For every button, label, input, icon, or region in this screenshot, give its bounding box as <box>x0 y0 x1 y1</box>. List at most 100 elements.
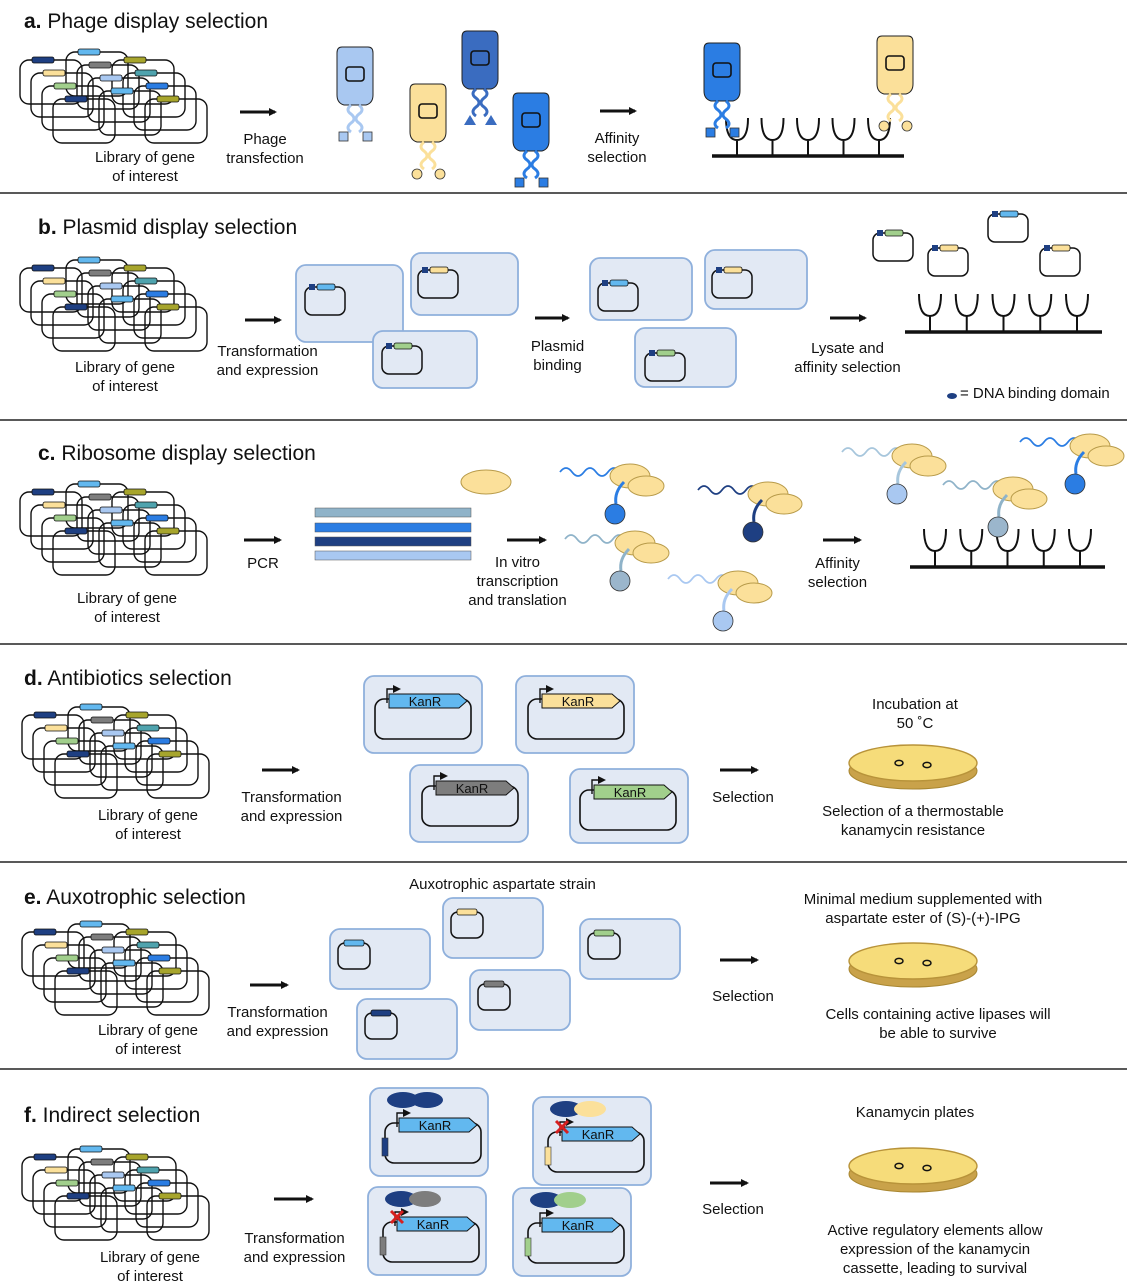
library-gene <box>44 941 68 949</box>
library-gene <box>53 514 77 522</box>
library-gene <box>64 527 88 535</box>
cell-b6-plasmid <box>644 349 686 382</box>
dna-binding-domain-legend: = DNA binding domain <box>960 385 1110 402</box>
phage-genome <box>470 50 490 66</box>
library-gene <box>90 933 114 941</box>
library-gene <box>136 724 160 732</box>
library-plasmid <box>54 753 118 799</box>
library-gene <box>136 1166 160 1174</box>
phage-capsid <box>876 35 914 95</box>
kanr-gene <box>398 1117 478 1133</box>
library-plasmid <box>144 98 208 144</box>
displayed-protein <box>742 521 764 543</box>
library-gene <box>88 493 112 501</box>
ribosome-small <box>1087 445 1125 467</box>
library-plasmid <box>124 727 188 773</box>
library-gene <box>42 501 66 509</box>
bound-ribosome-2 <box>942 476 1048 538</box>
nascent-peptide <box>614 480 626 505</box>
binding-protein <box>464 115 476 125</box>
panel-c-title: c. Ribosome display selection <box>38 442 316 465</box>
cell-d2 <box>515 675 635 754</box>
cell-e3-plasmid <box>587 929 621 960</box>
library-plasmid <box>98 90 162 136</box>
library-plasmid <box>144 306 208 352</box>
plasmid <box>1039 247 1081 277</box>
library-gene <box>44 1166 68 1174</box>
mrna <box>559 467 621 477</box>
blocked-promoter-icon <box>389 1209 405 1225</box>
library-plasmid <box>76 64 140 110</box>
nascent-peptide <box>997 493 1009 518</box>
library-gene <box>31 488 55 496</box>
phage-yellow <box>409 83 447 180</box>
dna-binding-site <box>992 211 998 217</box>
library-plasmid <box>32 944 96 990</box>
agar-plate-d <box>848 744 978 790</box>
library-gene <box>55 954 79 962</box>
phage-capsid <box>703 42 741 102</box>
library-plasmid <box>78 936 142 982</box>
kanr-gene <box>561 1126 641 1142</box>
library-plasmid <box>54 1195 118 1241</box>
receptor <box>1031 528 1056 567</box>
receptor <box>867 117 891 156</box>
phage-capsid <box>409 83 447 143</box>
kanr-label: KanR <box>562 694 595 709</box>
receptor <box>1028 293 1053 332</box>
pcr-product <box>314 507 472 518</box>
library-gene <box>44 724 68 732</box>
plasmid-gene <box>456 908 478 916</box>
library-plasmid <box>146 753 210 799</box>
blocked-promoter-icon <box>554 1119 570 1135</box>
bound-plasmid-yellow-2 <box>1039 244 1081 277</box>
dna-binding-site <box>602 280 608 286</box>
displayed-protein <box>886 483 908 505</box>
library-gene <box>64 95 88 103</box>
mrna <box>841 447 903 457</box>
library-plasmid <box>32 727 96 773</box>
plasmid <box>872 232 914 262</box>
phage-tail-fibers <box>419 140 437 171</box>
colony <box>894 759 904 767</box>
library-plasmid <box>43 1182 107 1228</box>
plasmid-gene <box>999 210 1019 218</box>
library-plasmid <box>135 740 199 786</box>
library-plasmid <box>52 98 116 144</box>
effector-protein <box>411 1092 443 1108</box>
library-gene <box>77 480 101 488</box>
library-gene <box>156 527 180 535</box>
library-gene <box>134 277 158 285</box>
cell-e1-plasmid <box>337 939 371 970</box>
cell-e5 <box>356 998 458 1060</box>
panel-f-plate-top-label: Kanamycin plates <box>855 1104 975 1121</box>
plasmid <box>927 247 969 277</box>
dna-binding-site <box>1044 245 1050 251</box>
cell-d1 <box>363 675 483 754</box>
panel-d-step2-label: Selection <box>712 789 774 806</box>
plasmid-gene <box>393 342 413 350</box>
receptor <box>796 117 820 156</box>
cell-e3 <box>579 918 681 980</box>
library-plasmid <box>122 72 186 118</box>
plate-top <box>848 942 978 980</box>
receptor <box>995 528 1020 567</box>
nascent-peptide <box>722 587 734 612</box>
receptor <box>760 117 785 156</box>
library-gene <box>90 1158 114 1166</box>
library-plasmid <box>133 293 197 339</box>
colony <box>922 761 932 769</box>
library-plasmid <box>98 522 162 568</box>
library-plasmid <box>43 957 107 1003</box>
binding-protein <box>705 127 716 138</box>
ribosome-complex-3 <box>564 530 670 592</box>
cell-d3 <box>409 764 529 843</box>
library-plasmid <box>30 504 94 550</box>
plasmid-gene <box>593 929 615 937</box>
free-plasmid-green <box>872 229 914 262</box>
